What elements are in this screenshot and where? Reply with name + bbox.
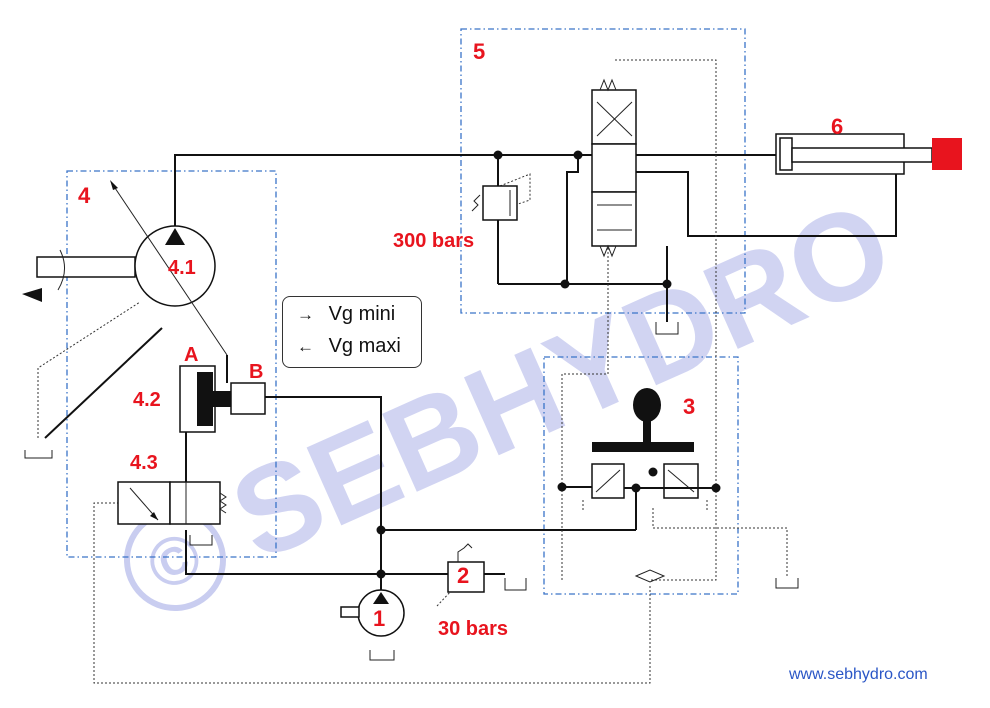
relief-valve-2 <box>447 543 527 593</box>
label-5: 5 <box>473 39 485 64</box>
label-4-2: 4.2 <box>133 389 161 411</box>
valve-spring-icon <box>219 492 227 514</box>
pressure-lines <box>44 154 897 592</box>
arrow-right-icon: → <box>297 305 314 324</box>
label-4: 4 <box>78 183 91 208</box>
label-1: 1 <box>373 606 385 631</box>
legend-box: → Vg mini ← Vg maxi <box>282 296 422 368</box>
booster-pump-1 <box>340 589 405 661</box>
label-6: 6 <box>831 114 843 139</box>
tank-icon <box>24 450 53 459</box>
pump-shaft <box>36 256 136 278</box>
label-2: 2 <box>457 563 469 588</box>
actuator-body-b <box>230 382 266 415</box>
rotation-icon <box>57 249 65 291</box>
junction-dots <box>376 150 721 579</box>
valve-top-spring-icon <box>599 78 617 92</box>
legend-row-vg-maxi: ← Vg maxi <box>297 335 401 358</box>
pump-body <box>134 225 216 307</box>
joystick-3 <box>562 388 716 499</box>
pump-1-tank-icon <box>369 650 395 661</box>
label-3: 3 <box>683 394 695 419</box>
label-300-bars: 300 bars <box>393 230 474 252</box>
directional-valve-5 <box>591 78 637 258</box>
label-port-a: A <box>184 344 198 366</box>
valve-tank-icon <box>189 535 213 546</box>
tank-icon-3 <box>775 578 799 589</box>
cylinder-rod-end <box>932 138 962 170</box>
joystick-bar <box>592 442 694 452</box>
actuator-4-2 <box>179 355 266 433</box>
label-30-bars: 30 bars <box>438 618 508 640</box>
pump-direction-triangle <box>165 228 185 245</box>
variable-arrow-head <box>110 180 118 190</box>
label-4-1: 4.1 <box>168 257 196 279</box>
valve-bottom-spring-icon <box>599 244 617 258</box>
variable-arrow <box>112 184 228 356</box>
arrow-left-icon: ← <box>297 337 314 356</box>
label-4-3: 4.3 <box>130 452 158 474</box>
valve-4-3 <box>117 432 227 546</box>
variable-pump-4-1 <box>22 180 228 459</box>
watermark-copyright: © <box>136 516 213 606</box>
relief-valve-2-tank-icon <box>504 578 527 591</box>
relief-valve-300 <box>471 185 518 221</box>
actuator-piston <box>197 372 213 426</box>
footer-url[interactable]: www.sebhydro.com <box>789 666 928 683</box>
group-border-3 <box>543 356 739 595</box>
legend-vg-mini-text: Vg mini <box>328 303 396 325</box>
joystick-knob <box>633 388 661 422</box>
cylinder-6 <box>775 133 962 175</box>
valve-tank-icon-5 <box>655 322 679 335</box>
legend-vg-maxi-text: Vg maxi <box>328 335 401 357</box>
legend-row-vg-mini: → Vg mini <box>297 303 395 326</box>
rotation-arrow-icon <box>22 288 42 302</box>
shuttle-valve <box>634 569 666 583</box>
label-port-b: B <box>249 361 263 383</box>
group-border-4 <box>66 170 277 558</box>
